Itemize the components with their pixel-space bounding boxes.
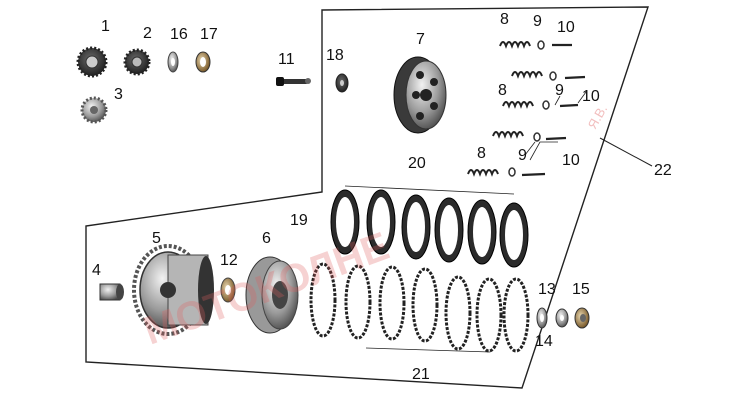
washer-12-icon [220, 277, 236, 303]
bearing-18-icon [335, 73, 349, 93]
pushrod-11-icon [276, 77, 311, 86]
pressure-plate-7-icon [393, 56, 447, 134]
callout-9-c: 9 [518, 147, 527, 164]
callout-16: 16 [170, 26, 188, 43]
callout-4: 4 [92, 262, 101, 279]
callout-15: 15 [572, 281, 590, 298]
callout-19: 19 [290, 212, 308, 229]
callout-12: 12 [220, 252, 238, 269]
bushing-4-icon [99, 283, 124, 301]
assembly-outline [85, 6, 649, 389]
callout-5: 5 [152, 230, 161, 247]
callout-9-b: 9 [555, 82, 564, 99]
bracket-21 [365, 347, 491, 353]
watermark-suffix: Я.В. [585, 102, 611, 131]
bearing-17-icon [195, 51, 211, 73]
washer-13-icon [536, 307, 548, 329]
callout-8-b: 8 [498, 82, 507, 99]
gear-2-icon [123, 48, 151, 76]
friction-plates-20-icon [330, 189, 529, 268]
callout-7: 7 [416, 31, 425, 48]
callout-11: 11 [278, 51, 295, 68]
callout-8-c: 8 [477, 145, 486, 162]
callout-21: 21 [412, 366, 430, 383]
callout-8-a: 8 [500, 11, 509, 28]
washer-14-icon [555, 308, 569, 328]
washer-set-icon [508, 40, 557, 177]
spring-set-icon [467, 41, 543, 177]
callout-3: 3 [114, 86, 123, 103]
gear-3-icon [80, 96, 108, 124]
nut-15-icon [574, 307, 590, 329]
callout-9-a: 9 [533, 13, 542, 30]
callout-17: 17 [200, 26, 218, 43]
callout-1: 1 [101, 18, 110, 35]
callout-20: 20 [408, 155, 426, 172]
callout-14: 14 [535, 333, 553, 350]
leader-lines [524, 91, 587, 161]
callout-18: 18 [326, 47, 344, 64]
callout-13: 13 [538, 281, 556, 298]
clutch-hub-6-icon [245, 256, 299, 334]
steel-plates-21-icon [309, 262, 530, 353]
washer-16-icon [167, 51, 179, 73]
bolt-set-icon [521, 43, 586, 177]
leader-22 [599, 137, 653, 167]
callout-10-c: 10 [562, 152, 580, 169]
callout-2: 2 [143, 25, 152, 42]
gear-1-icon [76, 46, 108, 78]
callout-10-a: 10 [557, 19, 575, 36]
bracket-20 [344, 185, 515, 195]
callout-10-b: 10 [582, 88, 600, 105]
callout-6: 6 [262, 230, 271, 247]
callout-22: 22 [654, 162, 672, 179]
clutch-housing-5-icon [132, 244, 214, 336]
